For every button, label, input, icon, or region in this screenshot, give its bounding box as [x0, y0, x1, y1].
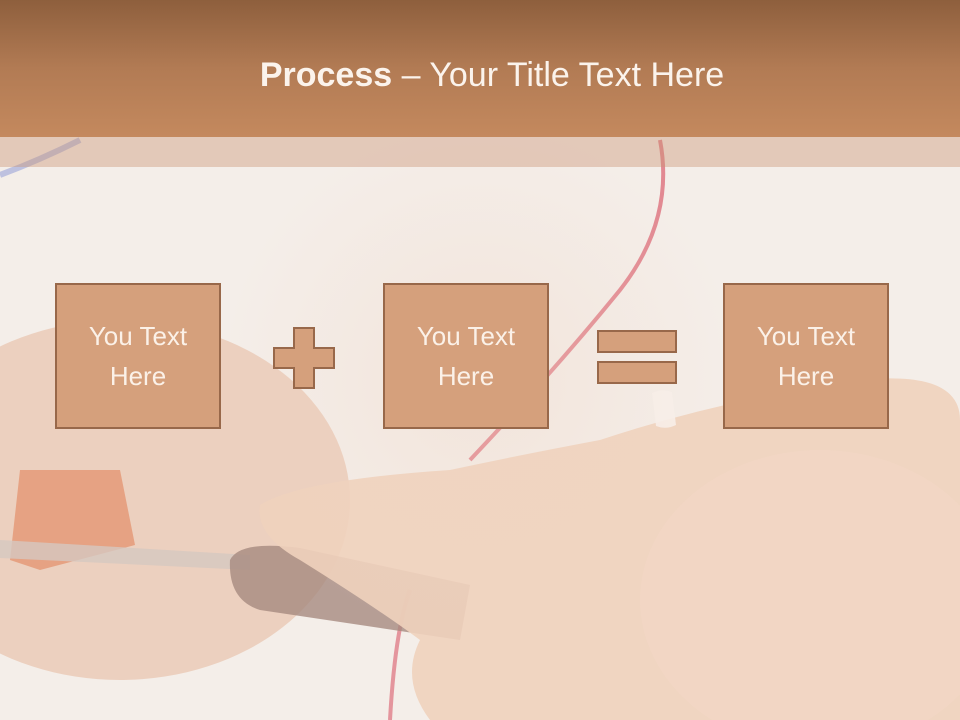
- title-bold: Process: [259, 56, 393, 94]
- process-box-3[interactable]: You Text Here: [723, 283, 889, 429]
- title-bar: [0, 0, 960, 137]
- process-box-2-text: You Text Here: [391, 316, 541, 396]
- process-box-3-text: You Text Here: [731, 316, 881, 396]
- slide-title: Process – Your Title Text Here: [0, 54, 960, 96]
- process-box-1-line1: You Text: [88, 321, 188, 351]
- process-box-1-line2: Here: [109, 361, 167, 391]
- process-box-2-line1: You Text: [416, 321, 516, 351]
- plus-icon: [273, 327, 335, 389]
- process-box-3-line2: Here: [777, 361, 835, 391]
- title-bar-band: [0, 137, 960, 167]
- process-box-3-line1: You Text: [756, 321, 856, 351]
- title-rest: Your Title Text Here: [429, 56, 725, 94]
- process-box-1[interactable]: You Text Here: [55, 283, 221, 429]
- equals-icon: [597, 330, 677, 384]
- process-box-2[interactable]: You Text Here: [383, 283, 549, 429]
- process-box-1-text: You Text Here: [63, 316, 213, 396]
- process-box-2-line2: Here: [437, 361, 495, 391]
- title-dash: –: [392, 56, 430, 94]
